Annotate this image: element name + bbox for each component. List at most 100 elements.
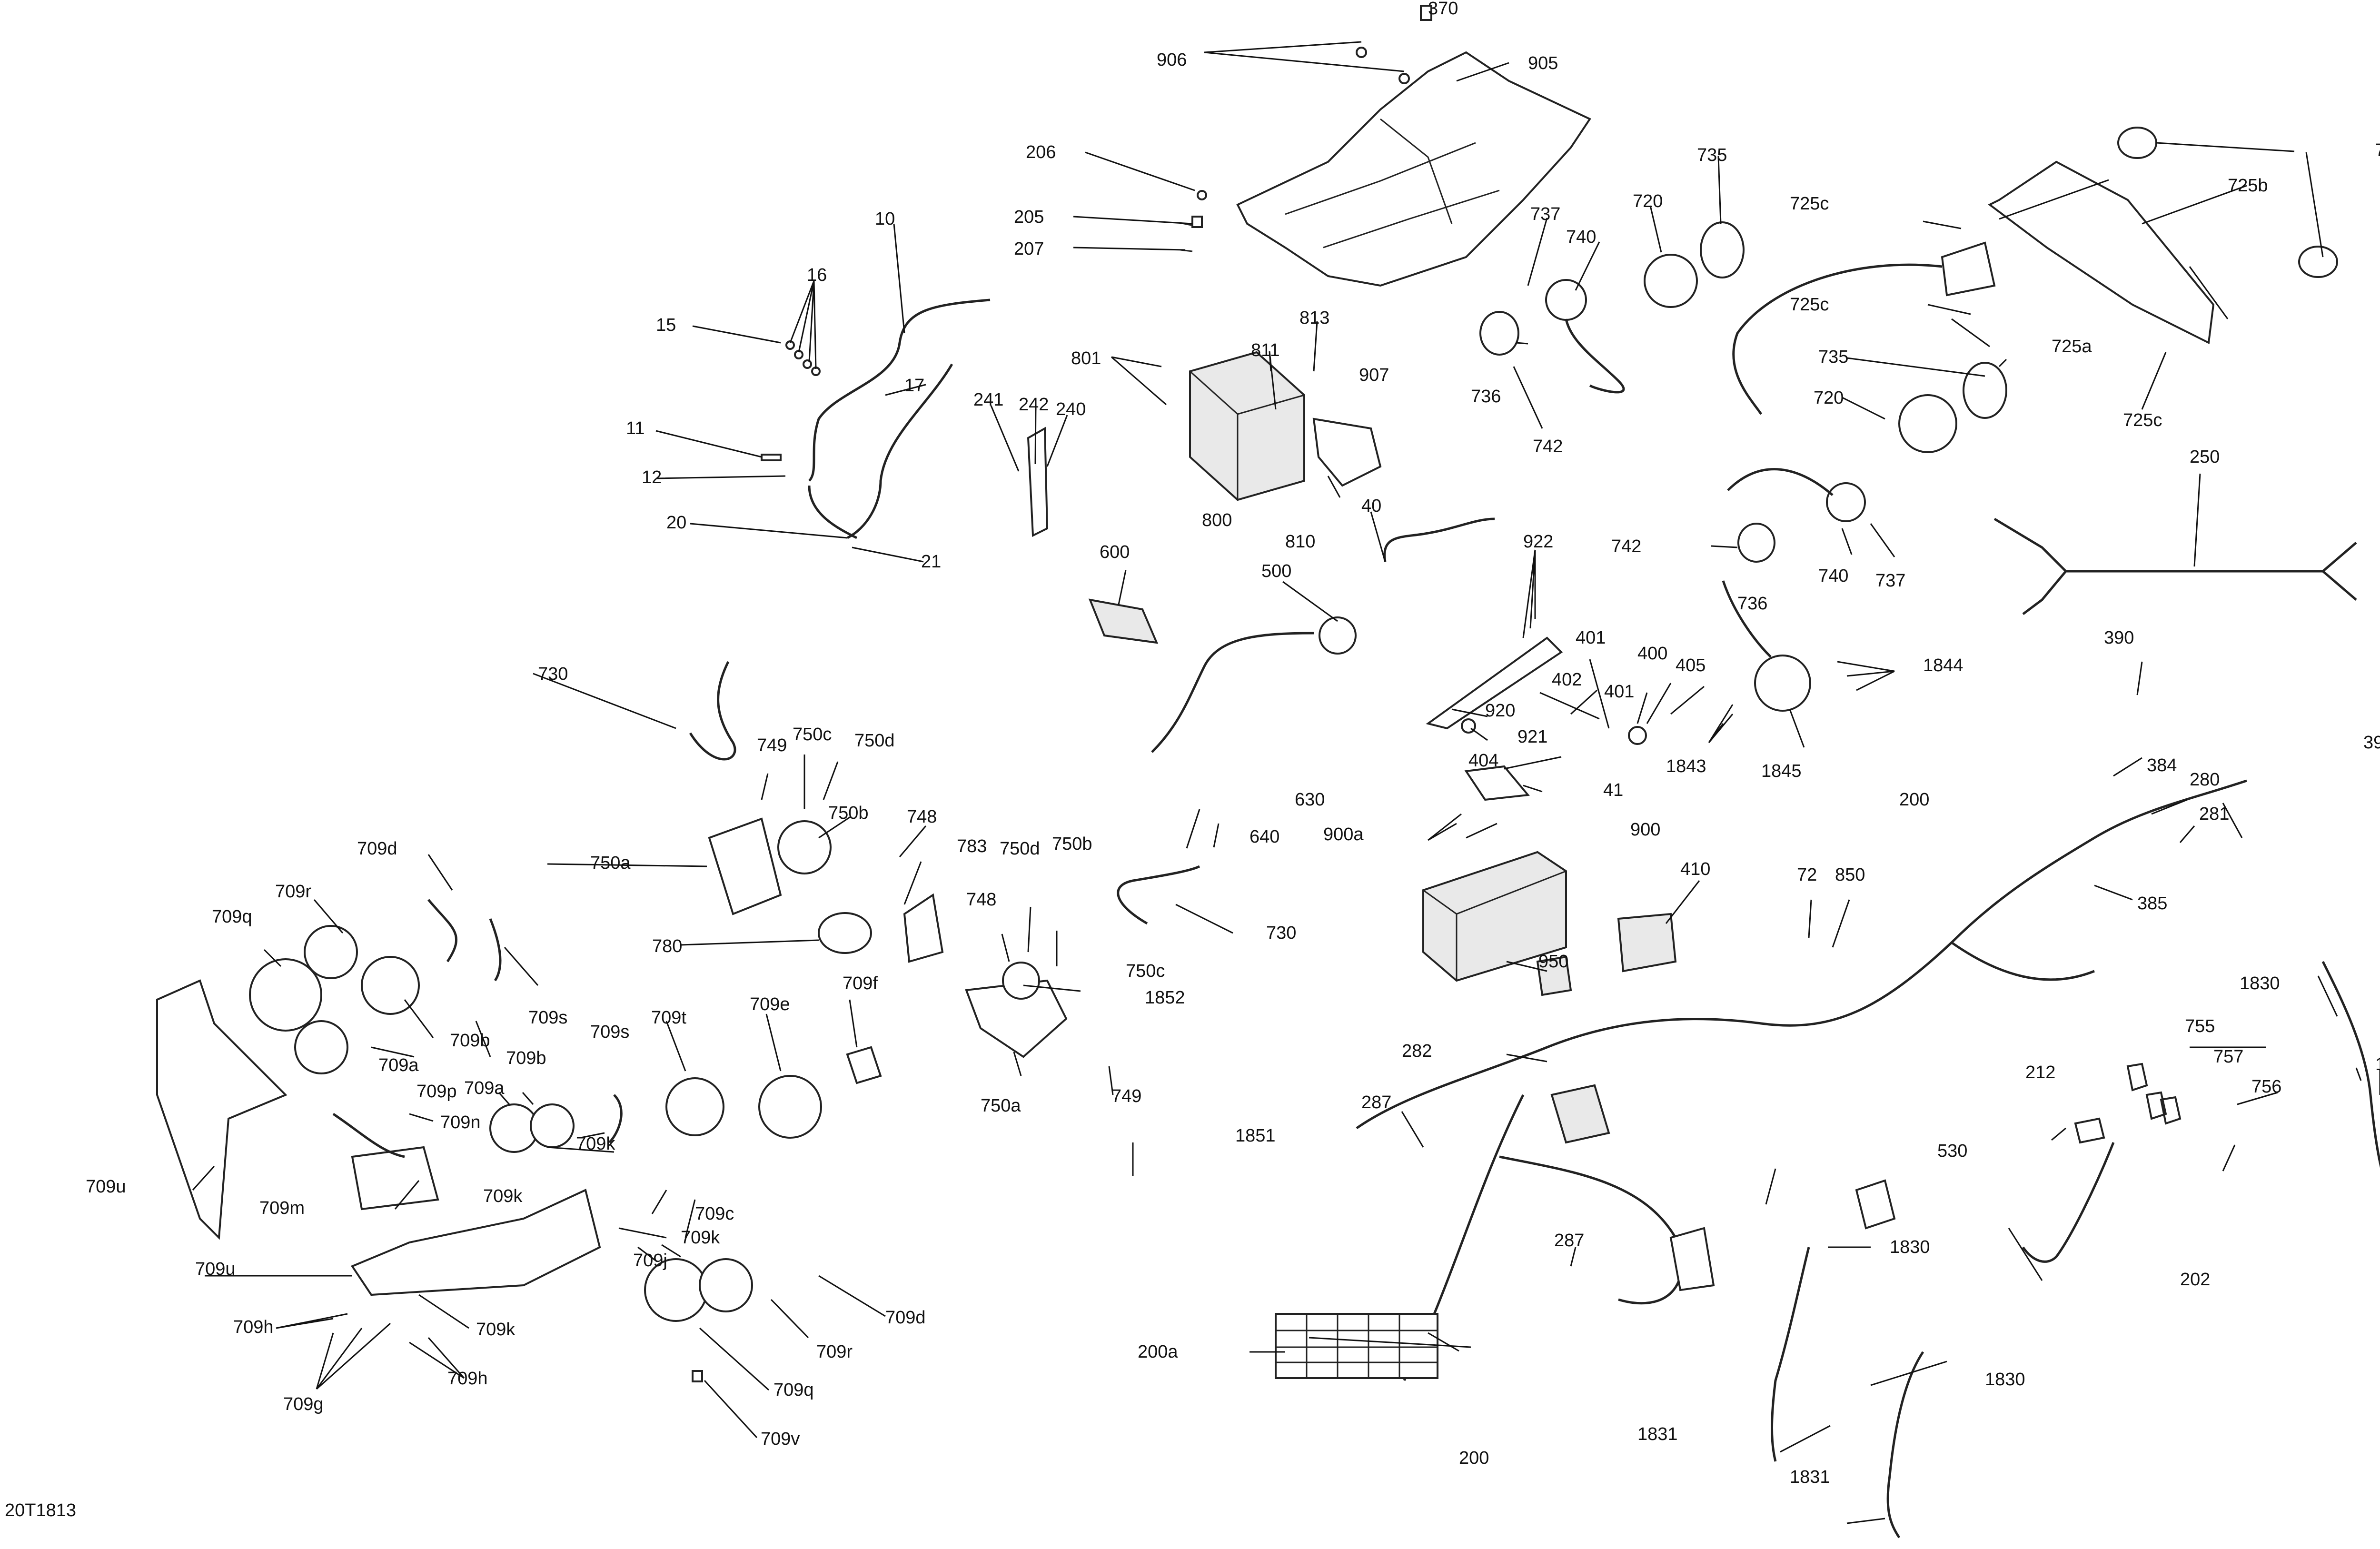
callout-280: 280 (2190, 770, 2220, 790)
cable-20 (808, 485, 858, 539)
light-720-top (1644, 254, 1698, 308)
callout-40: 40 (1361, 496, 1381, 516)
callout-725a: 725a (2052, 337, 2092, 357)
ring-709b-mid (530, 1103, 575, 1148)
callout-400: 400 (1637, 644, 1667, 664)
clips-709 (427, 899, 623, 1143)
callout-709n: 709n (440, 1112, 481, 1132)
callout-740-top: 740 (1566, 227, 1596, 247)
ring-709b-left (361, 956, 420, 1015)
callout-1844: 1844 (1923, 655, 1964, 675)
wire-730-mid (1117, 865, 1200, 925)
callout-709p: 709p (416, 1082, 457, 1102)
callout-720-top: 720 (1633, 191, 1663, 211)
callout-1830-right: 1830 (2240, 973, 2280, 993)
callout-900a: 900a (1323, 824, 1364, 844)
connector-740-mid (1826, 482, 1866, 522)
callout-810: 810 (1285, 532, 1315, 552)
callout-1831-b: 1831 (1790, 1467, 1830, 1487)
callout-709e: 709e (750, 994, 790, 1014)
fastener-906a (1356, 47, 1367, 58)
callout-207: 207 (1014, 239, 1044, 259)
callout-730-left: 730 (538, 664, 568, 684)
wire-1832 (2321, 961, 2380, 1168)
callout-709b-mid: 709b (506, 1048, 546, 1068)
callout-709v: 709v (761, 1429, 800, 1449)
diagram-id-label: 20T1813 (5, 1500, 76, 1520)
wire-1830-low (1886, 1351, 1924, 1539)
callout-500: 500 (1261, 561, 1291, 581)
callout-720-mid: 720 (1814, 388, 1844, 408)
callout-709m: 709m (259, 1198, 305, 1218)
callout-709c: 709c (695, 1204, 734, 1224)
bracket-920 (1426, 636, 1563, 730)
callout-950: 950 (1538, 952, 1568, 972)
callout-410: 410 (1680, 859, 1710, 879)
callout-750a-left: 750a (590, 853, 631, 873)
callout-15: 15 (656, 315, 676, 335)
callout-241: 241 (973, 390, 1003, 410)
callout-907: 907 (1359, 365, 1389, 385)
callout-709r-low: 709r (816, 1342, 853, 1362)
callout-250: 250 (2190, 447, 2220, 467)
bolt-11 (761, 454, 782, 461)
relay-410 (1617, 913, 1677, 973)
callout-1831-a: 1831 (1637, 1424, 1678, 1444)
callout-709a-top: 709a (378, 1055, 419, 1075)
sensor-400 (1628, 726, 1647, 745)
callout-905: 905 (1528, 53, 1558, 73)
switch-950 (1536, 955, 1572, 996)
harness-250 (1993, 517, 2357, 615)
callout-1843: 1843 (1666, 756, 1706, 776)
callout-725d: 725d (2375, 140, 2380, 160)
label-200a (1275, 1313, 1438, 1379)
callout-780: 780 (652, 936, 682, 956)
wire-740-top (1565, 318, 1625, 394)
callout-709k-b: 709k (483, 1186, 523, 1206)
bracket-41 (1464, 765, 1530, 801)
callout-737-mid: 737 (1875, 571, 1905, 591)
callout-709k-c: 709k (681, 1228, 720, 1248)
callout-709f: 709f (843, 973, 878, 993)
harness-500 (1151, 632, 1314, 753)
callout-630: 630 (1295, 790, 1325, 810)
callout-922: 922 (1523, 532, 1553, 552)
callout-750b-mid: 750b (1052, 834, 1092, 854)
callout-709r-top: 709r (275, 882, 311, 902)
callout-287-b: 287 (1554, 1231, 1584, 1251)
callout-385: 385 (2137, 894, 2167, 914)
callout-1830-low: 1830 (1985, 1370, 2025, 1390)
callout-391: 391 (2363, 733, 2380, 753)
wire-730-left (689, 661, 736, 761)
module-725a (1941, 241, 1996, 297)
bracket-725b (1988, 160, 2215, 345)
callout-390: 390 (2104, 628, 2134, 648)
callout-750a-mid: 750a (981, 1096, 1021, 1116)
callout-850: 850 (1835, 865, 1865, 885)
callout-401-a: 401 (1576, 628, 1606, 648)
callout-21: 21 (921, 552, 941, 572)
callout-72: 72 (1797, 865, 1817, 885)
callout-906: 906 (1157, 50, 1187, 70)
callout-748-mid: 748 (966, 890, 996, 910)
callout-750b-left: 750b (828, 803, 869, 823)
callout-202: 202 (2180, 1270, 2210, 1290)
callout-1851: 1851 (1235, 1126, 1276, 1146)
clip-370 (1420, 5, 1432, 21)
connector-740-top (1545, 279, 1587, 321)
callout-801: 801 (1071, 348, 1101, 368)
callout-757: 757 (2213, 1047, 2243, 1067)
bezel-736-mid (1737, 523, 1775, 563)
callout-1852: 1852 (1145, 988, 1185, 1008)
callout-749-left: 749 (757, 735, 787, 755)
housing-709u-left (156, 979, 288, 1240)
ring-709a-left (294, 1020, 348, 1074)
callout-709k-a: 709k (576, 1134, 615, 1154)
connector-530 (1855, 1179, 1896, 1230)
grommet-725d-a (2117, 127, 2157, 159)
callout-212: 212 (2025, 1062, 2055, 1082)
callout-1845: 1845 (1761, 761, 1802, 781)
callout-17: 17 (904, 376, 924, 396)
